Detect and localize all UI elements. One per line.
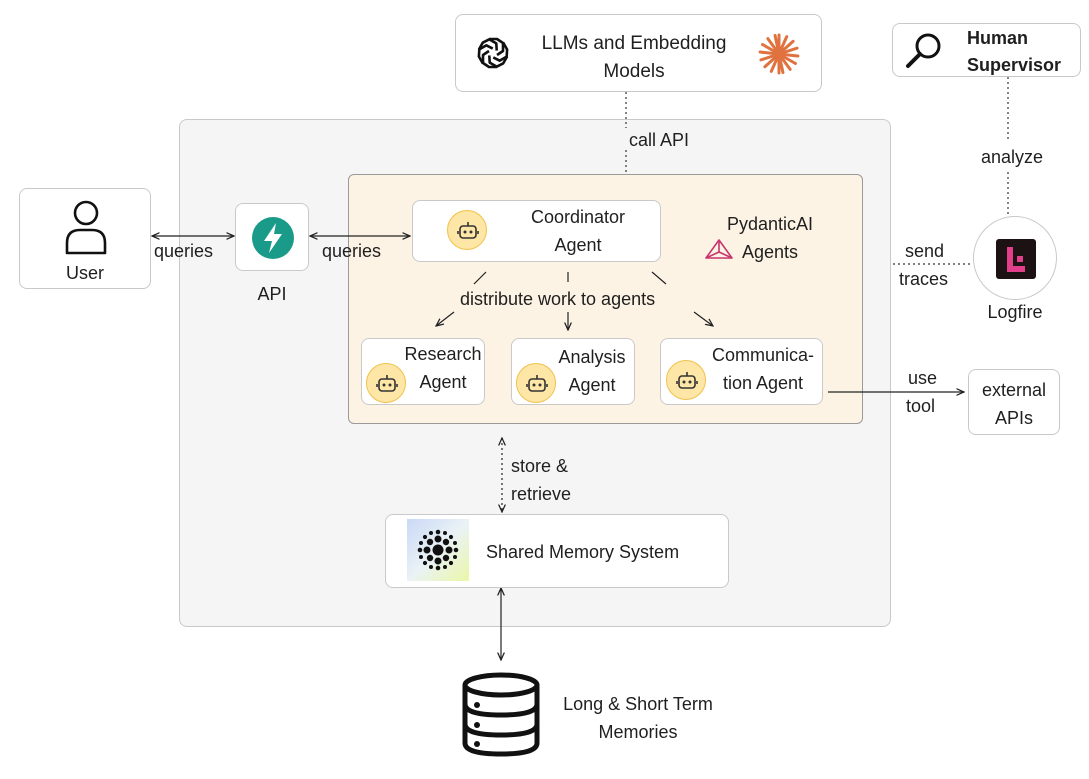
supervisor-label-line2: Supervisor <box>967 55 1062 75</box>
external-apis-node: external APIs <box>968 369 1060 435</box>
longterm-label-line2: Memories <box>598 722 678 742</box>
research-label-line2: Agent <box>419 372 467 392</box>
edge-label-store: store & <box>511 456 569 476</box>
edge-coord-communication-top <box>651 271 667 285</box>
communication-label-line1: Communica- <box>711 345 815 365</box>
api-label: API <box>257 284 287 304</box>
edge-label-retrieve: retrieve <box>511 484 572 504</box>
database-icon <box>459 672 543 763</box>
analysis-agent-node: Analysis Agent <box>511 338 635 405</box>
user-node: User <box>19 188 151 289</box>
longterm-label-line1: Long & Short Term <box>563 694 713 714</box>
analysis-label-line1: Analysis <box>558 347 626 367</box>
communication-agent-node: Communica- tion Agent <box>660 338 823 405</box>
openai-logo-icon <box>472 32 514 79</box>
edge-label-queries-user: queries <box>154 241 214 261</box>
pydantic-logo-icon <box>704 238 734 267</box>
user-icon <box>64 199 108 260</box>
coordinator-label-line2: Agent <box>554 235 602 255</box>
api-node <box>235 203 309 271</box>
llm-label-line2: Models <box>603 61 665 82</box>
edge-coord-communication <box>693 311 713 326</box>
communication-label-line2: tion Agent <box>722 373 804 393</box>
edge-label-use: use <box>908 368 938 388</box>
robot-icon <box>666 360 706 400</box>
edge-label-queries-api: queries <box>322 241 382 261</box>
edge-label-send: send <box>905 241 945 261</box>
llm-label-line1: LLMs and Embedding <box>541 33 727 54</box>
research-label-line1: Research <box>404 344 482 364</box>
user-label: User <box>65 263 104 283</box>
memory-node: Shared Memory System <box>385 514 729 588</box>
memory-logo-icon <box>407 519 469 586</box>
research-agent-node: Research Agent <box>361 338 485 405</box>
edge-label-distribute: distribute work to agents <box>460 289 656 309</box>
pydantic-label-line1: PydanticAI <box>727 214 814 234</box>
lightning-icon <box>251 216 295 265</box>
logfire-logo-icon <box>996 239 1036 284</box>
edge-label-traces: traces <box>899 269 949 289</box>
magnifier-icon <box>903 30 945 77</box>
external-label-line1: external <box>981 380 1047 400</box>
edge-label-call-api: call API <box>629 130 690 150</box>
llm-node: LLMs and Embedding Models <box>455 14 822 92</box>
robot-icon <box>366 363 406 403</box>
robot-icon <box>447 210 487 250</box>
edge-coord-research-top <box>473 271 487 285</box>
pydantic-label-line2: Agents <box>742 242 799 262</box>
supervisor-node: Human Supervisor <box>892 23 1081 77</box>
edge-label-analyze: analyze <box>981 147 1044 167</box>
edge-label-tool: tool <box>906 396 936 416</box>
memory-label: Shared Memory System <box>486 542 680 562</box>
logfire-label: Logfire <box>987 302 1043 322</box>
robot-icon <box>516 363 556 403</box>
edge-coord-research <box>436 311 455 326</box>
coordinator-label-line1: Coordinator <box>530 207 626 227</box>
coordinator-node: Coordinator Agent <box>412 200 661 262</box>
external-label-line2: APIs <box>994 408 1033 428</box>
anthropic-sparkle-icon <box>756 32 802 81</box>
analysis-label-line2: Agent <box>568 375 616 395</box>
supervisor-label-line1: Human <box>967 28 1029 48</box>
logfire-node <box>973 216 1057 300</box>
